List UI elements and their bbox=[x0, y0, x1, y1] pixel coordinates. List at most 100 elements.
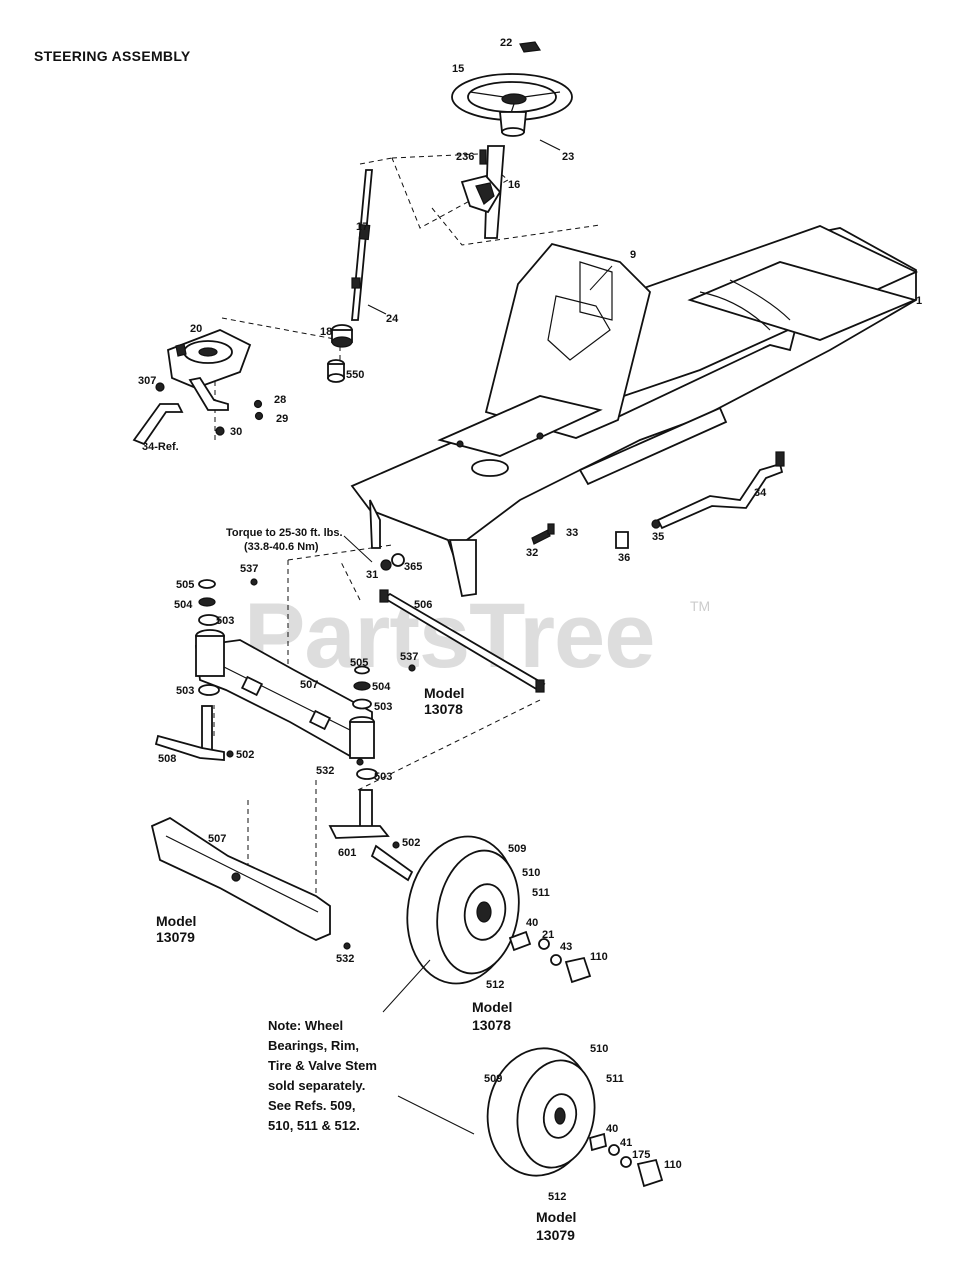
callout-509b: 509 bbox=[484, 1073, 502, 1085]
callout-512a: 512 bbox=[486, 979, 504, 991]
callout-512b: 512 bbox=[548, 1191, 566, 1203]
model-13078-wheel-line2: 13078 bbox=[472, 1017, 511, 1033]
callout-511a: 511 bbox=[532, 887, 550, 899]
small-hardware bbox=[155, 382, 661, 571]
front-axle-13079 bbox=[150, 816, 331, 941]
callout-504a: 504 bbox=[174, 599, 193, 611]
main-frame bbox=[350, 225, 919, 598]
callout-175: 175 bbox=[632, 1149, 650, 1161]
callout-23: 23 bbox=[562, 151, 574, 163]
wheel-note: Note: Wheel Bearings, Rim, Tire & Valve … bbox=[268, 1018, 377, 1133]
callout-537b: 537 bbox=[400, 651, 418, 663]
callout-110a: 110 bbox=[590, 951, 608, 963]
model-13079-axle-line2: 13079 bbox=[156, 929, 195, 945]
callout-503b: 503 bbox=[374, 701, 392, 713]
note-line-6: 510, 511 & 512. bbox=[268, 1118, 360, 1133]
callout-532a: 532 bbox=[316, 765, 334, 777]
callout-36: 36 bbox=[618, 552, 630, 564]
page-title: STEERING ASSEMBLY bbox=[34, 48, 191, 64]
watermark-tm: TM bbox=[690, 598, 711, 614]
callout-510b: 510 bbox=[590, 1043, 608, 1055]
callout-30: 30 bbox=[230, 426, 242, 438]
callout-24: 24 bbox=[386, 313, 399, 325]
callout-502a: 502 bbox=[236, 749, 254, 761]
model-13079-wheel-line2: 13079 bbox=[536, 1227, 575, 1243]
callout-20: 20 bbox=[190, 323, 202, 335]
callout-16: 16 bbox=[508, 179, 520, 191]
callout-537a: 537 bbox=[240, 563, 258, 575]
callout-110b: 110 bbox=[664, 1159, 682, 1171]
callout-532b: 532 bbox=[336, 953, 354, 965]
callout-507a: 507 bbox=[300, 679, 318, 691]
pin-24 bbox=[367, 304, 387, 315]
callout-506: 506 bbox=[414, 599, 432, 611]
model-13078-upper-line1: Model bbox=[424, 685, 464, 701]
note-line-3: Tire & Valve Stem bbox=[268, 1058, 377, 1073]
callout-40b: 40 bbox=[606, 1123, 618, 1135]
wheel-13078 bbox=[406, 835, 592, 985]
callout-labels: 22 15 23 236 16 17 9 1 24 20 18 550 307 … bbox=[138, 37, 922, 1203]
spindle-601 bbox=[328, 789, 414, 882]
torque-note-line1: Torque to 25-30 ft. lbs. bbox=[226, 527, 343, 539]
callout-9: 9 bbox=[630, 249, 636, 261]
note-line-2: Bearings, Rim, bbox=[268, 1038, 359, 1053]
callout-503a: 503 bbox=[216, 615, 234, 627]
callout-507b: 507 bbox=[208, 833, 226, 845]
callout-505b: 505 bbox=[350, 657, 368, 669]
callout-34: 34 bbox=[754, 487, 767, 499]
callout-509a: 509 bbox=[508, 843, 526, 855]
spindle-508 bbox=[154, 705, 225, 761]
callout-511b: 511 bbox=[606, 1073, 624, 1085]
note-line-1: Note: Wheel bbox=[268, 1018, 343, 1033]
axle-hardware bbox=[226, 750, 400, 950]
front-axle-13078 bbox=[195, 629, 375, 759]
tie-rod-34 bbox=[656, 451, 785, 530]
model-labels: Model 13078 Model 13079 Model 13078 Mode… bbox=[156, 685, 576, 1243]
callout-29: 29 bbox=[276, 413, 288, 425]
tie-rod-506 bbox=[379, 589, 546, 693]
callout-21: 21 bbox=[542, 929, 554, 941]
callout-504b: 504 bbox=[372, 681, 391, 693]
pin-23 bbox=[539, 139, 561, 151]
callout-601: 601 bbox=[338, 847, 356, 859]
callout-31: 31 bbox=[366, 569, 378, 581]
steering-shaft bbox=[460, 145, 505, 239]
callout-17: 17 bbox=[356, 221, 368, 233]
leader-lines bbox=[343, 265, 613, 1135]
steering-gear bbox=[167, 329, 252, 411]
dash-tower bbox=[437, 242, 651, 477]
callout-33: 33 bbox=[566, 527, 578, 539]
steering-wheel bbox=[451, 73, 573, 137]
shaft-17 bbox=[351, 169, 373, 321]
callout-22: 22 bbox=[500, 37, 512, 49]
model-13079-axle-line1: Model bbox=[156, 913, 196, 929]
callout-505a: 505 bbox=[176, 579, 194, 591]
callout-43: 43 bbox=[560, 941, 572, 953]
callout-35: 35 bbox=[652, 531, 664, 543]
model-13079-wheel-line1: Model bbox=[536, 1209, 576, 1225]
callout-236: 236 bbox=[456, 151, 474, 163]
bushing-550 bbox=[327, 359, 345, 383]
callout-550: 550 bbox=[346, 369, 364, 381]
callout-40a: 40 bbox=[526, 917, 538, 929]
model-13078-upper-line2: 13078 bbox=[424, 701, 463, 717]
callout-503d: 503 bbox=[374, 771, 392, 783]
note-line-5: See Refs. 509, bbox=[268, 1098, 355, 1113]
drag-link-34-ref bbox=[132, 403, 184, 446]
callout-365: 365 bbox=[404, 561, 422, 573]
bushing-18 bbox=[331, 324, 353, 348]
cap-22 bbox=[519, 41, 542, 53]
callout-41: 41 bbox=[620, 1137, 632, 1149]
callout-18: 18 bbox=[320, 326, 332, 338]
callout-508: 508 bbox=[158, 753, 176, 765]
callout-307: 307 bbox=[138, 375, 156, 387]
callout-15: 15 bbox=[452, 63, 464, 75]
wheel-13079 bbox=[486, 1047, 664, 1188]
callout-503c: 503 bbox=[176, 685, 194, 697]
callout-1: 1 bbox=[916, 295, 922, 307]
callout-32: 32 bbox=[526, 547, 538, 559]
model-13078-wheel-line1: Model bbox=[472, 999, 512, 1015]
axle-washers bbox=[198, 578, 416, 780]
torque-note: Torque to 25-30 ft. lbs. (33.8-40.6 Nm) bbox=[226, 527, 343, 553]
